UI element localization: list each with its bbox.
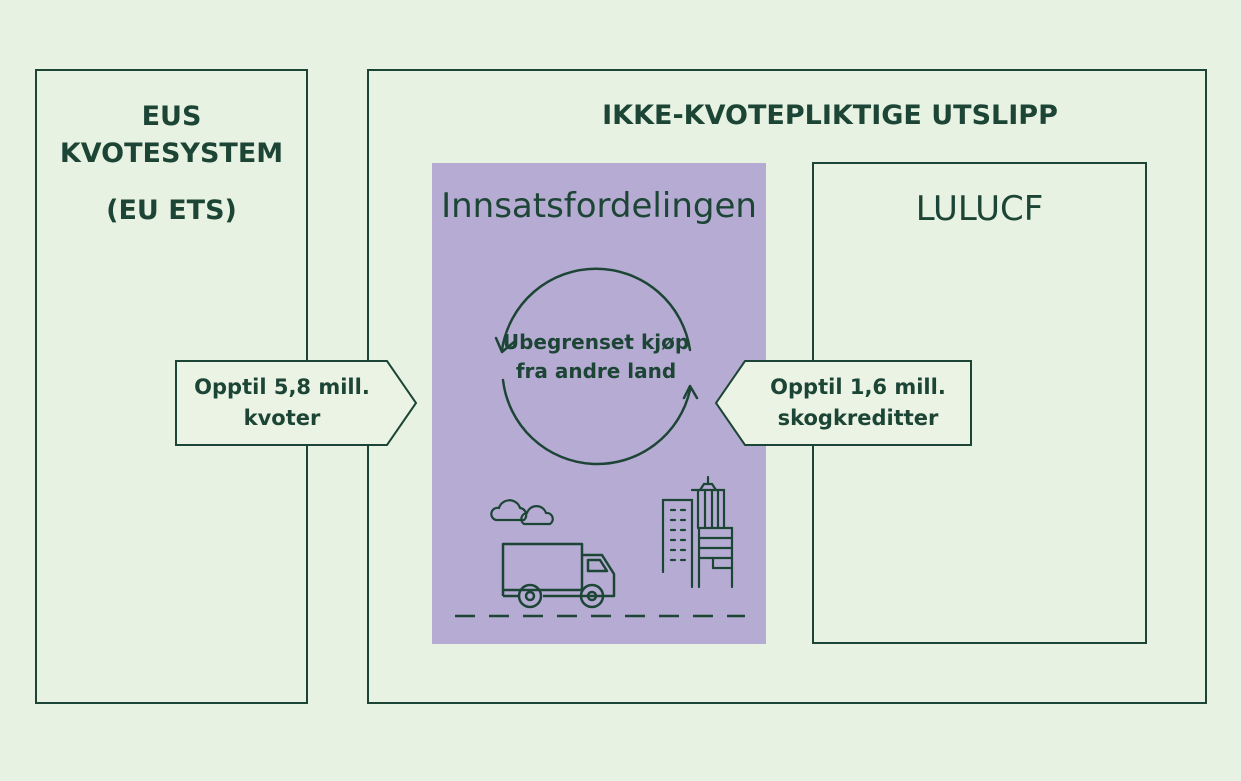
arrow-from-ets (175, 360, 418, 446)
arrow-from-lulucf (714, 360, 972, 446)
cycle-arrows-icon (494, 267, 699, 466)
cycle-label: Ubegrenset kjøp fra andre land (502, 330, 690, 383)
buildings-icon (661, 475, 734, 589)
eu-ets-title: EUS KVOTESYSTEM (59, 101, 284, 169)
esr-box (432, 163, 766, 644)
truck-icon (501, 542, 616, 609)
non-ets-title: IKKE-KVOTEPLIKTIGE UTSLIPP (602, 100, 1058, 131)
arrow-from-ets-label: Opptil 5,8 mill. kvoter (194, 375, 370, 430)
arrow-from-lulucf-label: Opptil 1,6 mill. skogkreditter (770, 375, 946, 430)
esr-title: Innsatsfordelingen (441, 186, 757, 226)
eu-ets-subtitle: (EU ETS) (106, 195, 237, 226)
cloud-icon (490, 499, 554, 526)
lulucf-title: LULUCF (915, 189, 1044, 229)
